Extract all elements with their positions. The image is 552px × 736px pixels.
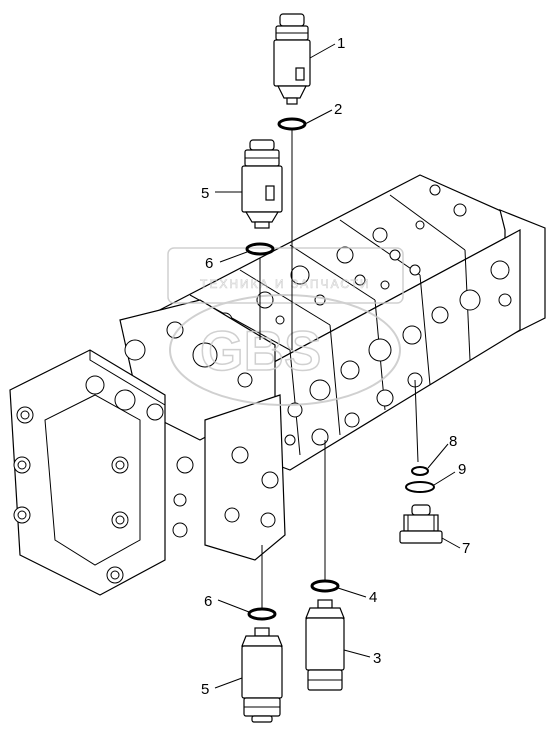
callout-leaders [214, 43, 461, 689]
o-ring-part-8 [411, 466, 429, 476]
callout-6-bottom: 6 [204, 593, 212, 610]
o-ring-part-9 [405, 481, 435, 493]
relief-valve-part-5-upper [241, 139, 283, 229]
relief-valve-part-5-lower [241, 627, 283, 723]
o-ring-part-6-upper [245, 242, 275, 256]
relief-valve-part-1 [273, 13, 311, 105]
callout-4: 4 [369, 589, 377, 606]
callout-3: 3 [373, 650, 381, 667]
watermark-text: ТЕХНИКА И ЗАПЧАСТИ [200, 277, 371, 291]
callout-5-bottom: 5 [201, 681, 209, 698]
callout-9: 9 [458, 461, 466, 478]
relief-valve-part-3 [305, 599, 345, 691]
callout-2: 2 [334, 101, 342, 118]
watermark: ТЕХНИКА И ЗАПЧАСТИ GBS [167, 247, 404, 406]
bolt-group [13, 406, 129, 584]
watermark-logo: GBS [200, 319, 321, 382]
o-ring-part-2 [277, 117, 307, 131]
callout-7: 7 [462, 540, 470, 557]
assembly-lines [259, 128, 419, 610]
plug-part-7 [399, 504, 443, 544]
callout-1: 1 [337, 35, 345, 52]
callout-6-top: 6 [205, 255, 213, 272]
o-ring-part-4 [310, 579, 340, 593]
callout-8: 8 [449, 433, 457, 450]
control-valve-block [9, 174, 546, 596]
o-ring-part-6-lower [247, 607, 277, 621]
callout-5-top: 5 [201, 185, 209, 202]
